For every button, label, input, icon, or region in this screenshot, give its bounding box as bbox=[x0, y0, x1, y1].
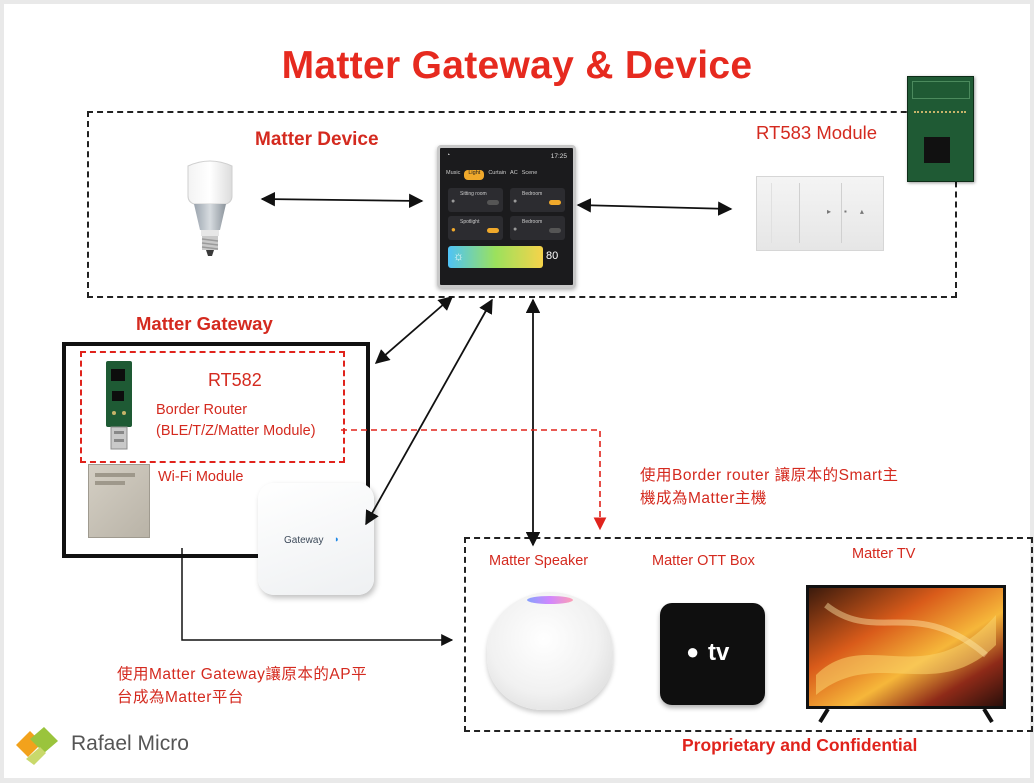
panel-wifi-icon: ◔ bbox=[446, 152, 451, 159]
switch-divider bbox=[771, 183, 772, 243]
bulb-icon: ● bbox=[513, 198, 518, 205]
bulb-icon: ● bbox=[451, 225, 456, 234]
panel-tab-active: Light bbox=[464, 170, 485, 180]
panel-gateway-device-arrow bbox=[365, 298, 493, 526]
toggle-icon bbox=[549, 228, 561, 233]
ott-logo-text: tv bbox=[708, 639, 730, 666]
rt582-dongle-image bbox=[104, 361, 134, 453]
gateway-device-image: Gateway ◗ bbox=[258, 483, 374, 595]
panel-tile-label: Bedroom bbox=[522, 219, 543, 225]
gateway-to-consumer-line bbox=[181, 548, 454, 646]
panel-tile-3: Spotlight ● bbox=[448, 216, 503, 240]
brand-name: Rafael Micro bbox=[71, 732, 189, 755]
panel-tab: AC bbox=[510, 170, 518, 176]
panel-tile-1: Sitting room ● bbox=[448, 188, 503, 212]
switch-button-icons: ▸▪▴ bbox=[827, 207, 877, 216]
wall-switch-image: ▸▪▴ bbox=[756, 176, 884, 251]
rt583-module-label: RT583 Module bbox=[756, 122, 878, 143]
panel-tabs: Music Light Curtain AC Scene bbox=[446, 170, 568, 180]
border-router-note-line2: 機成為Matter主機 bbox=[640, 490, 767, 507]
switch-divider bbox=[841, 183, 842, 243]
brightness-value: 80 bbox=[546, 250, 559, 262]
panel-tile-4: Bedroom ● bbox=[510, 216, 565, 240]
brightness-bar: ☼ bbox=[448, 246, 543, 268]
panel-tile-label: Sitting room bbox=[460, 191, 487, 197]
panel-tab: Music bbox=[446, 170, 461, 176]
bulb-panel-arrow bbox=[260, 191, 424, 209]
wifi-module-marking bbox=[95, 481, 125, 485]
panel-gateway-arrow bbox=[374, 296, 454, 364]
matter-gateway-label: Matter Gateway bbox=[136, 313, 273, 334]
gateway-note-line1: 使用Matter Gateway讓原本的AP平 bbox=[117, 666, 368, 683]
border-router-box bbox=[80, 351, 345, 463]
switch-divider bbox=[799, 183, 800, 243]
toggle-icon bbox=[549, 200, 561, 205]
panel-tile-label: Spotlight bbox=[460, 219, 480, 225]
chip-ic bbox=[924, 137, 950, 163]
rt583-module-image bbox=[907, 76, 974, 182]
toggle-icon bbox=[487, 228, 499, 233]
apple-logo-icon: ● bbox=[686, 639, 700, 664]
panel-tab: Scene bbox=[521, 170, 538, 176]
border-router-to-consumer-line bbox=[341, 429, 607, 531]
matter-device-box bbox=[87, 111, 957, 298]
panel-time: 17:25 bbox=[550, 153, 567, 160]
matter-consumer-box bbox=[464, 537, 1033, 732]
matter-speaker-label: Matter Speaker bbox=[489, 553, 589, 569]
rafael-micro-logo-icon bbox=[12, 717, 62, 767]
confidential-notice: Proprietary and Confidential bbox=[682, 735, 918, 755]
wifi-module-label: Wi-Fi Module bbox=[158, 469, 244, 485]
border-router-modules-label: (BLE/T/Z/Matter Module) bbox=[156, 423, 316, 439]
toggle-icon bbox=[487, 200, 499, 205]
speaker-top-light bbox=[527, 596, 573, 604]
matter-device-label: Matter Device bbox=[255, 129, 379, 150]
speaker-image bbox=[487, 592, 613, 710]
rt582-label: RT582 bbox=[208, 370, 262, 390]
wifi-module-marking bbox=[95, 473, 135, 477]
wifi-module-image bbox=[88, 464, 150, 538]
bulb-icon: ● bbox=[451, 198, 456, 205]
gateway-note-line2: 台成為Matter平台 bbox=[117, 689, 244, 706]
gateway-device-text: Gateway bbox=[284, 535, 324, 546]
panel-switch-arrow bbox=[576, 198, 733, 216]
ott-box-image: ● tv bbox=[660, 603, 765, 705]
tv-image bbox=[806, 585, 1006, 724]
wifi-signal-icon: ◗ bbox=[334, 534, 340, 544]
border-router-label: Border Router bbox=[156, 402, 248, 418]
light-bulb-image bbox=[180, 158, 240, 268]
bulb-icon: ● bbox=[513, 226, 518, 233]
matter-ott-label: Matter OTT Box bbox=[652, 553, 755, 569]
smart-panel-device: 17:25 ◔ Music Light Curtain AC Scene Sit… bbox=[437, 145, 576, 288]
page-title: Matter Gateway & Device bbox=[281, 44, 753, 87]
panel-tab: Curtain bbox=[488, 170, 507, 176]
border-router-note-line1: 使用Border router 讓原本的Smart主 bbox=[640, 467, 899, 484]
matter-tv-label: Matter TV bbox=[852, 546, 916, 562]
chip-antenna bbox=[912, 81, 970, 99]
panel-tile-2: Bedroom ● bbox=[510, 188, 565, 212]
chip-pads bbox=[914, 111, 966, 123]
panel-tile-label: Bedroom bbox=[522, 191, 543, 197]
sun-icon: ☼ bbox=[453, 249, 464, 263]
